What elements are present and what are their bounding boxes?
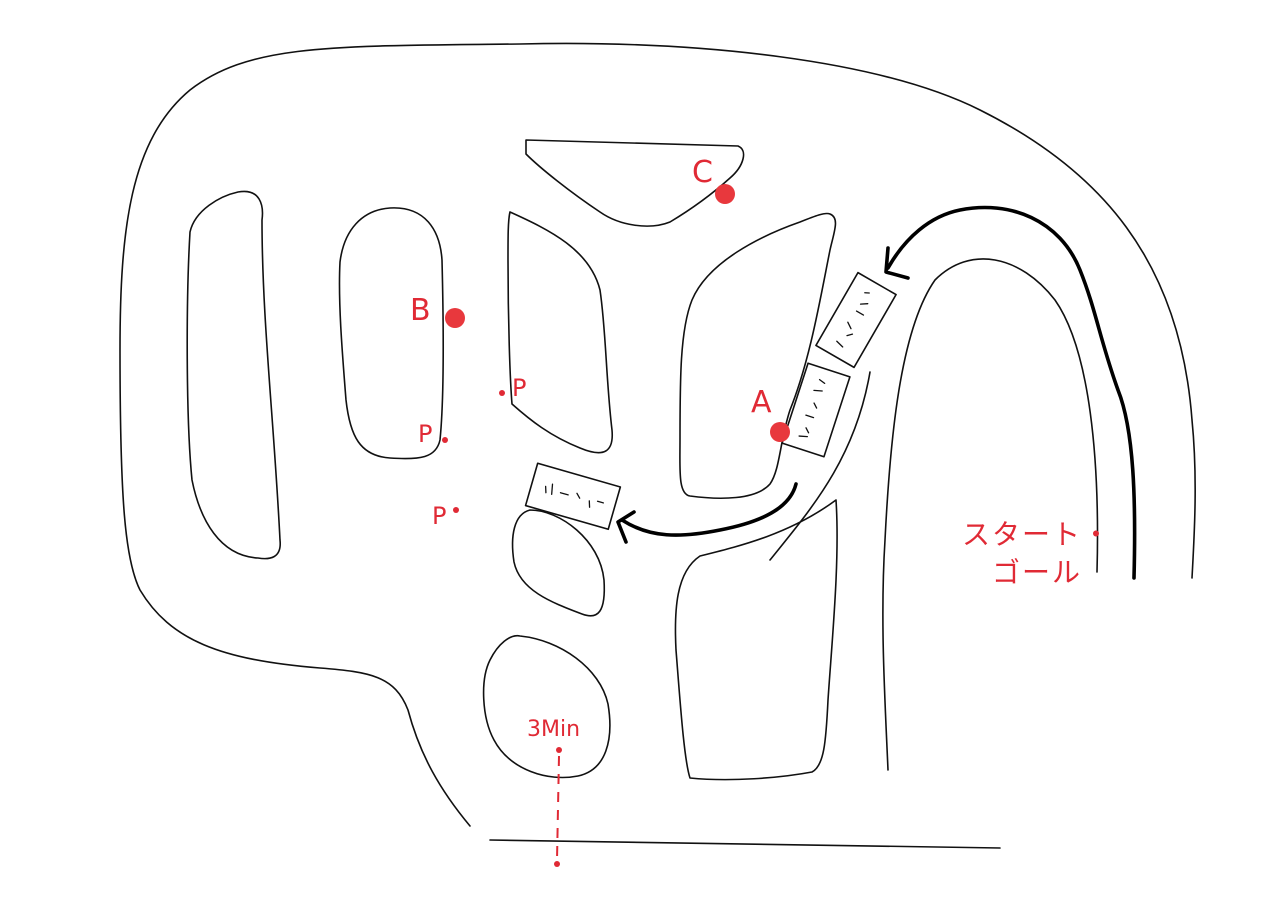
sign-board-2 xyxy=(781,362,851,458)
sign-board-1 xyxy=(815,271,897,369)
island-c xyxy=(525,139,745,227)
parking-dot-3 xyxy=(453,507,459,513)
marker-c xyxy=(715,184,735,204)
label-time-marker: 3Min xyxy=(527,717,580,742)
direction-arrow-start-head xyxy=(884,246,910,280)
marker-b xyxy=(445,308,465,328)
direction-arrow-turn-head xyxy=(616,510,636,544)
label-parking-3: P xyxy=(432,502,446,530)
label-b: B xyxy=(410,293,431,328)
marker-a xyxy=(770,422,790,442)
direction-arrow-start xyxy=(886,205,1137,580)
label-parking-2: P xyxy=(418,420,432,448)
island-b xyxy=(338,207,445,460)
island-small-oval xyxy=(511,509,606,617)
parking-dot-1 xyxy=(499,390,505,396)
label-parking-1: P xyxy=(512,374,526,402)
island-bottom xyxy=(482,635,611,779)
direction-arrow-turn xyxy=(620,482,798,537)
island-bottom-right xyxy=(674,499,838,781)
label-a: A xyxy=(751,385,772,420)
island-far-left xyxy=(186,190,281,560)
time-dot-bottom xyxy=(554,861,560,867)
sign-board-3 xyxy=(524,462,622,531)
island-a xyxy=(679,212,837,499)
parking-dot-2 xyxy=(442,437,448,443)
time-dot-top xyxy=(556,747,562,753)
inner-loop-line xyxy=(769,258,1099,771)
time-dashed-line xyxy=(556,755,560,861)
label-c: C xyxy=(692,155,713,190)
island-center xyxy=(507,211,613,454)
label-start-goal-1: スタート・ xyxy=(962,518,1112,551)
label-start-goal-2: ゴール xyxy=(992,556,1082,589)
outer-boundary xyxy=(119,42,1196,849)
